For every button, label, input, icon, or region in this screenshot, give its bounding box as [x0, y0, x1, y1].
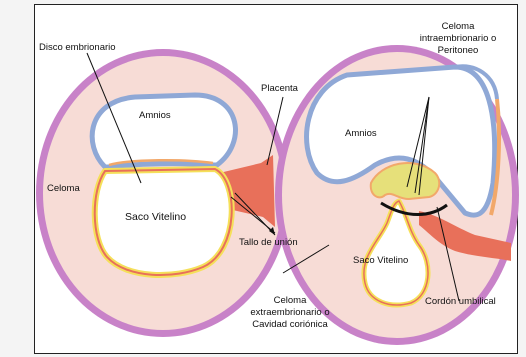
label-celoma-extra-line-1: Celoma [235, 295, 345, 307]
label-celoma-intraembrionario: Celoma intraembrionario o Peritoneo [403, 21, 513, 57]
label-celoma-left: Celoma [47, 183, 80, 195]
label-celoma-intra-line-1: Celoma [403, 21, 513, 33]
label-saco-vitelino-left: Saco Vitelino [125, 211, 186, 223]
diagram-frame: Disco embrionario Amnios Placenta Celoma… [34, 4, 518, 354]
label-disco-embrionario: Disco embrionario [39, 42, 116, 54]
label-celoma-intra-line-3: Peritoneo [403, 45, 513, 57]
label-placenta: Placenta [261, 83, 298, 95]
label-celoma-extra-line-3: Cavidad coriónica [235, 319, 345, 331]
label-celoma-extraembrionario: Celoma extraembrionario o Cavidad corión… [235, 295, 345, 331]
label-amnios-left: Amnios [139, 110, 171, 122]
label-amnios-right: Amnios [345, 128, 377, 140]
label-cordon-umbilical: Cordón umbilical [425, 296, 496, 308]
label-celoma-intra-line-2: intraembrionario o [403, 33, 513, 45]
label-tallo-de-union: Tallo de unión [239, 237, 298, 249]
label-celoma-extra-line-2: extraembrionario o [235, 307, 345, 319]
label-saco-vitelino-right: Saco Vitelino [353, 255, 408, 267]
left-amnion [92, 95, 235, 167]
